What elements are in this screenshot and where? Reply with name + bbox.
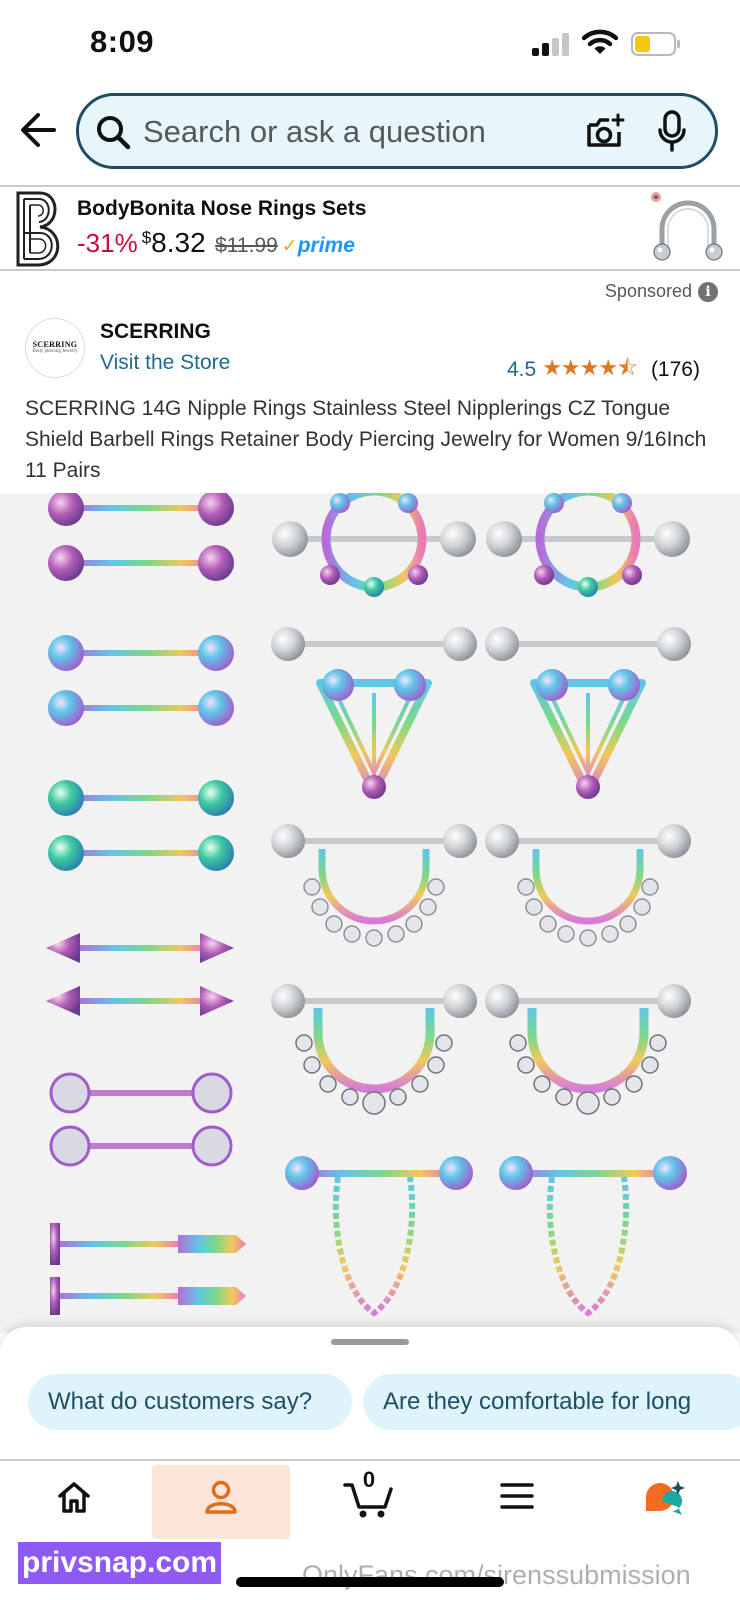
status-time: 8:09 — [90, 24, 155, 59]
shield-rings — [271, 493, 691, 1317]
sheet-drag-handle[interactable] — [331, 1339, 409, 1345]
nav-home[interactable] — [5, 1465, 143, 1539]
banner-product-title: BodyBonita Nose Rings Sets — [77, 197, 367, 220]
account-icon — [205, 1480, 237, 1514]
menu-icon — [500, 1483, 534, 1509]
battery-icon — [631, 32, 680, 56]
rating-summary[interactable]: 4.5 ★★★★⯪ (176) — [507, 351, 700, 389]
visit-store-link[interactable]: Visit the Store — [100, 351, 231, 374]
question-chip[interactable]: What do customers say? — [28, 1374, 352, 1430]
cart-count: 0 — [362, 1467, 376, 1492]
prime-label: prime — [297, 234, 355, 257]
question-chip[interactable]: Are they comfortable for long — [363, 1374, 740, 1430]
home-indicator[interactable] — [236, 1577, 504, 1587]
discount-badge: -31% — [77, 228, 138, 258]
prime-check-icon: ✓ — [281, 236, 298, 257]
product-image-illustration — [46, 493, 691, 1317]
product-image[interactable] — [0, 493, 740, 1333]
price-currency: $ — [141, 228, 152, 247]
camera-icon[interactable] — [585, 112, 625, 152]
sponsored-product-banner[interactable]: BodyBonita Nose Rings Sets -31%$8.32 $11… — [0, 185, 740, 271]
sale-price: 8.32 — [151, 227, 206, 258]
banner-price-row: -31%$8.32 $11.99✓prime — [77, 227, 355, 261]
store-name: SCERRING — [100, 320, 211, 343]
questions-sheet: What do customers say? Are they comforta… — [0, 1327, 740, 1459]
store-logo-text: SCERRING — [32, 340, 78, 349]
wifi-icon — [582, 29, 618, 54]
watermark-left: privsnap.com — [18, 1542, 222, 1584]
rufus-icon — [646, 1481, 685, 1515]
search-input[interactable] — [143, 112, 563, 152]
search-bar[interactable] — [76, 93, 718, 169]
product-title: SCERRING 14G Nipple Rings Stainless Stee… — [25, 397, 707, 482]
horseshoe-ring-image — [651, 192, 723, 261]
status-bar: 8:09 — [0, 0, 740, 88]
sponsored-label[interactable]: Sponsored i — [605, 281, 718, 302]
nav-menu[interactable] — [448, 1465, 586, 1539]
sponsored-text: Sponsored — [604, 281, 692, 301]
home-icon — [58, 1482, 90, 1513]
search-icon — [97, 116, 131, 150]
nav-cart[interactable]: 0 — [300, 1465, 438, 1539]
cellular-signal-icon — [532, 32, 572, 56]
original-price: $11.99 — [215, 234, 278, 257]
info-icon[interactable]: i — [698, 281, 718, 302]
bottom-navigation: 0 — [0, 1459, 740, 1600]
store-logo[interactable]: SCERRING Body piercing Jewelry — [25, 318, 85, 378]
review-count: (176) — [650, 358, 700, 381]
back-arrow-icon[interactable] — [18, 108, 58, 152]
store-logo-subtext: Body piercing Jewelry — [32, 349, 78, 354]
microphone-icon[interactable] — [657, 110, 687, 154]
star-rating-icon: ★★★★⯪ — [542, 355, 638, 380]
cart-icon — [343, 1483, 393, 1518]
search-row — [0, 88, 740, 176]
nav-account[interactable] — [152, 1465, 290, 1539]
bodybonita-logo — [16, 191, 60, 267]
rating-value: 4.5 — [507, 358, 537, 381]
nav-rufus[interactable] — [595, 1465, 733, 1539]
straight-barbells — [46, 493, 246, 1315]
